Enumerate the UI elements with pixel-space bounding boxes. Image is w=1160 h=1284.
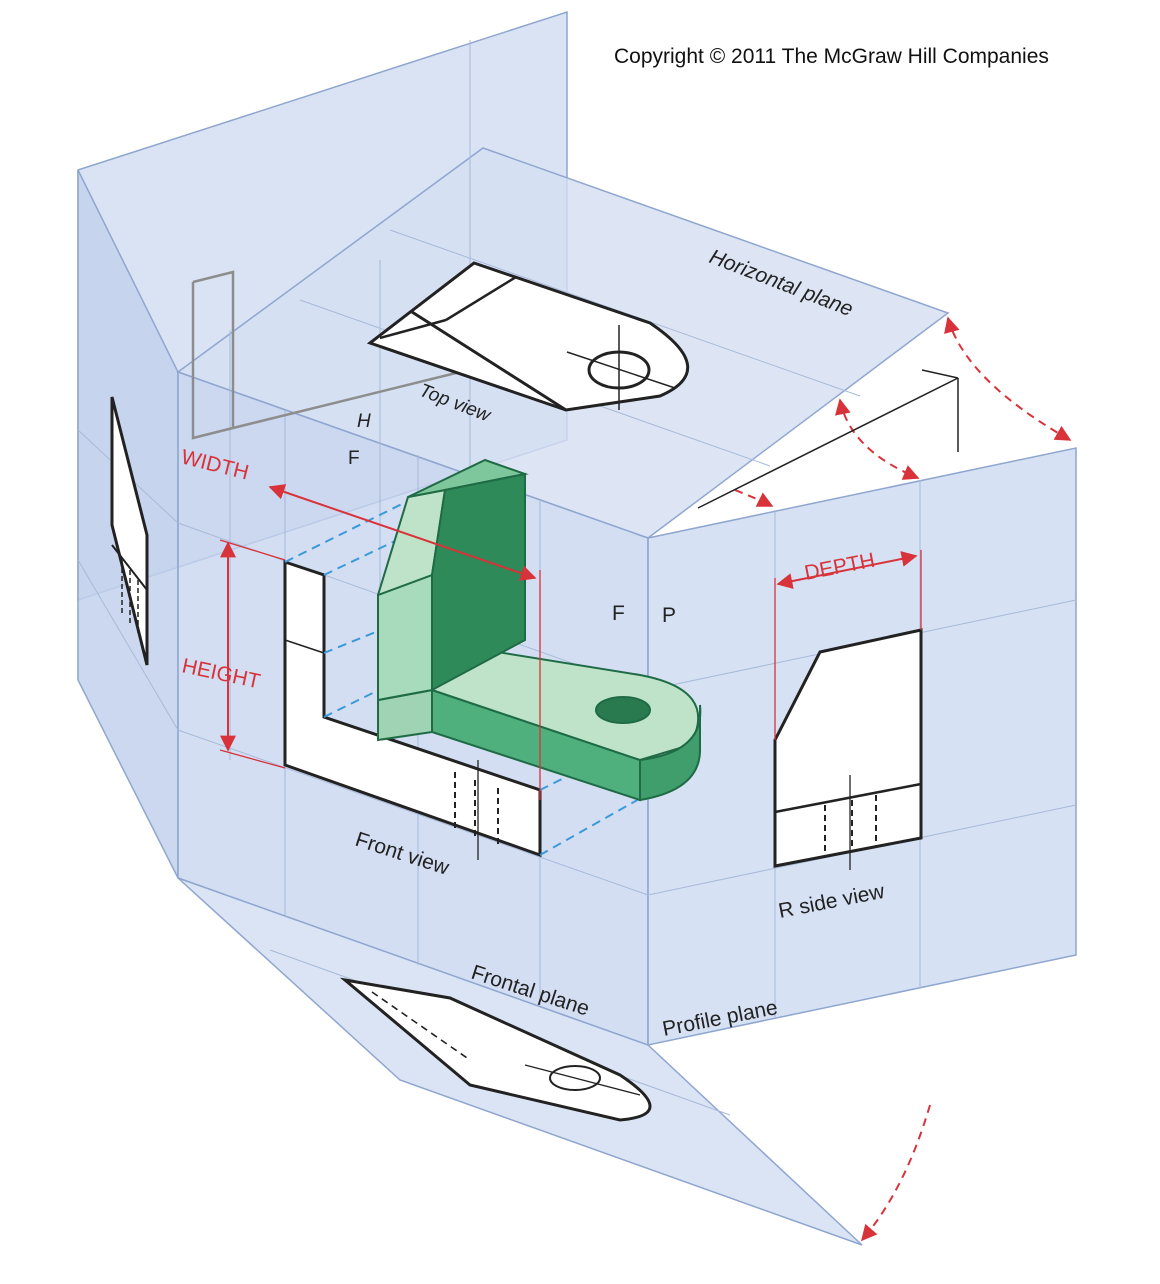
top-view-drawing — [366, 261, 689, 412]
copyright-notice: Copyright © 2011 The McGraw Hill Compani… — [614, 45, 1049, 68]
bottom-view-drawing — [339, 977, 652, 1122]
fold-label-f-side: F — [612, 602, 625, 625]
fold-label-p: P — [662, 604, 676, 627]
side-view-drawing — [773, 628, 923, 870]
fold-label-f-top: F — [348, 448, 360, 469]
dimension-lines — [219, 484, 922, 800]
back-ghost-outline — [191, 270, 461, 440]
fold-arcs — [734, 316, 1072, 1242]
fold-label-h: H — [357, 411, 371, 432]
left-side-view — [110, 396, 149, 666]
fold-reference-lines — [697, 369, 959, 509]
